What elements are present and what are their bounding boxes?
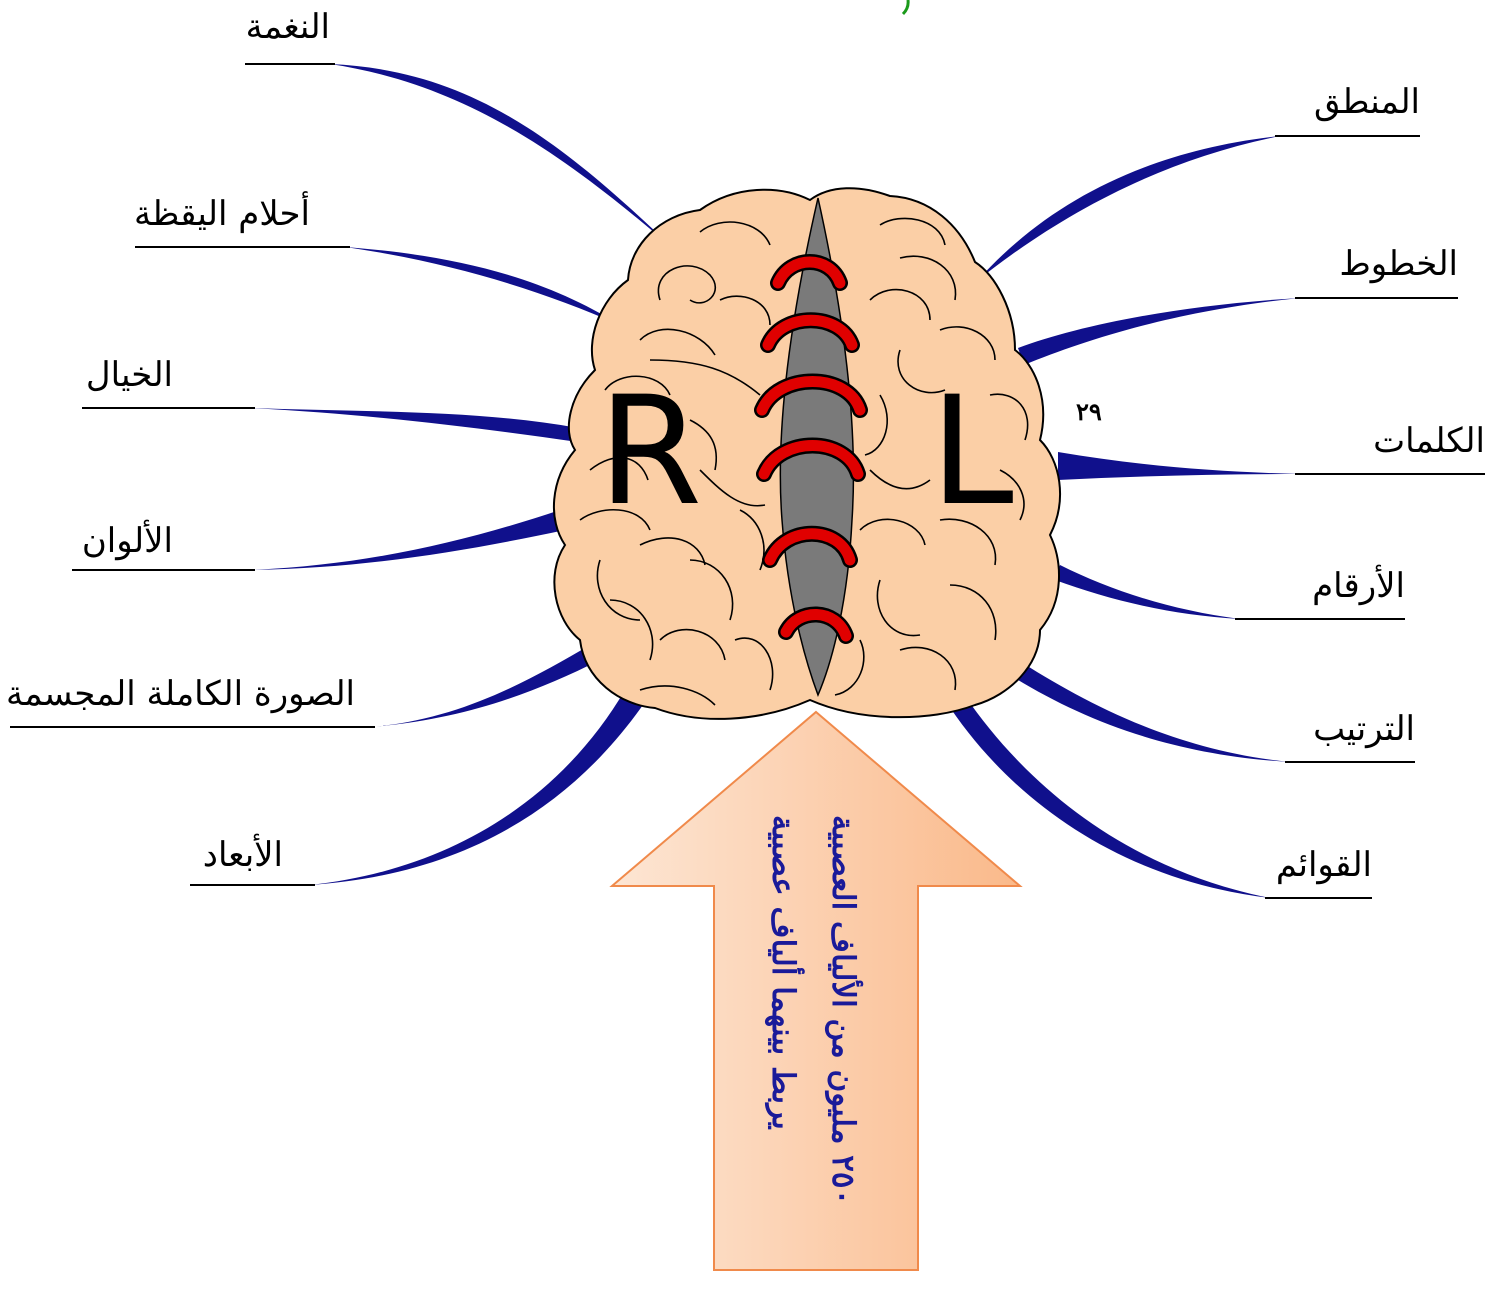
label-imagination: الخيال [86,355,173,395]
branch-imagination [82,408,578,442]
branch-lines [1018,298,1458,365]
label-daydreams: أحلام اليقظة [134,191,310,234]
green-mark [903,0,908,14]
right-brain-labels: النغمة أحلام اليقظة الخيال الألوان الصور… [6,7,355,875]
label-dimensions: الأبعاد [203,833,283,875]
up-arrow-shape [612,712,1020,1270]
stray-mark: ٢٩ [1076,397,1102,426]
label-words: الكلمات [1373,421,1485,461]
label-melody: النغمة [246,7,330,47]
label-lines: الخطوط [1339,244,1458,284]
label-lists: القوائم [1276,845,1372,885]
brain: R L [554,188,1060,719]
left-hemisphere-letter: L [930,365,1014,539]
label-logic: المنطق [1314,82,1420,122]
label-colors: الألوان [82,519,173,561]
fiber-count-arrow: يربط بينهما ألياف عصبية ٢٥٠ مليون من الأ… [612,712,1020,1270]
left-brain-labels: المنطق الخطوط الكلمات الأرقام الترتيب ال… [1276,82,1485,885]
label-numbers: الأرقام [1312,564,1405,606]
right-hemisphere-letter: R [598,365,702,539]
label-whole-picture: الصورة الكاملة المجسمة [6,674,355,714]
arrow-text-line1: يربط بينهما ألياف عصبية [764,815,805,1130]
arrow-text-line2: ٢٥٠ مليون من الألياف العصبية [824,815,864,1205]
label-order: الترتيب [1313,709,1415,749]
branch-daydreams [135,247,620,325]
